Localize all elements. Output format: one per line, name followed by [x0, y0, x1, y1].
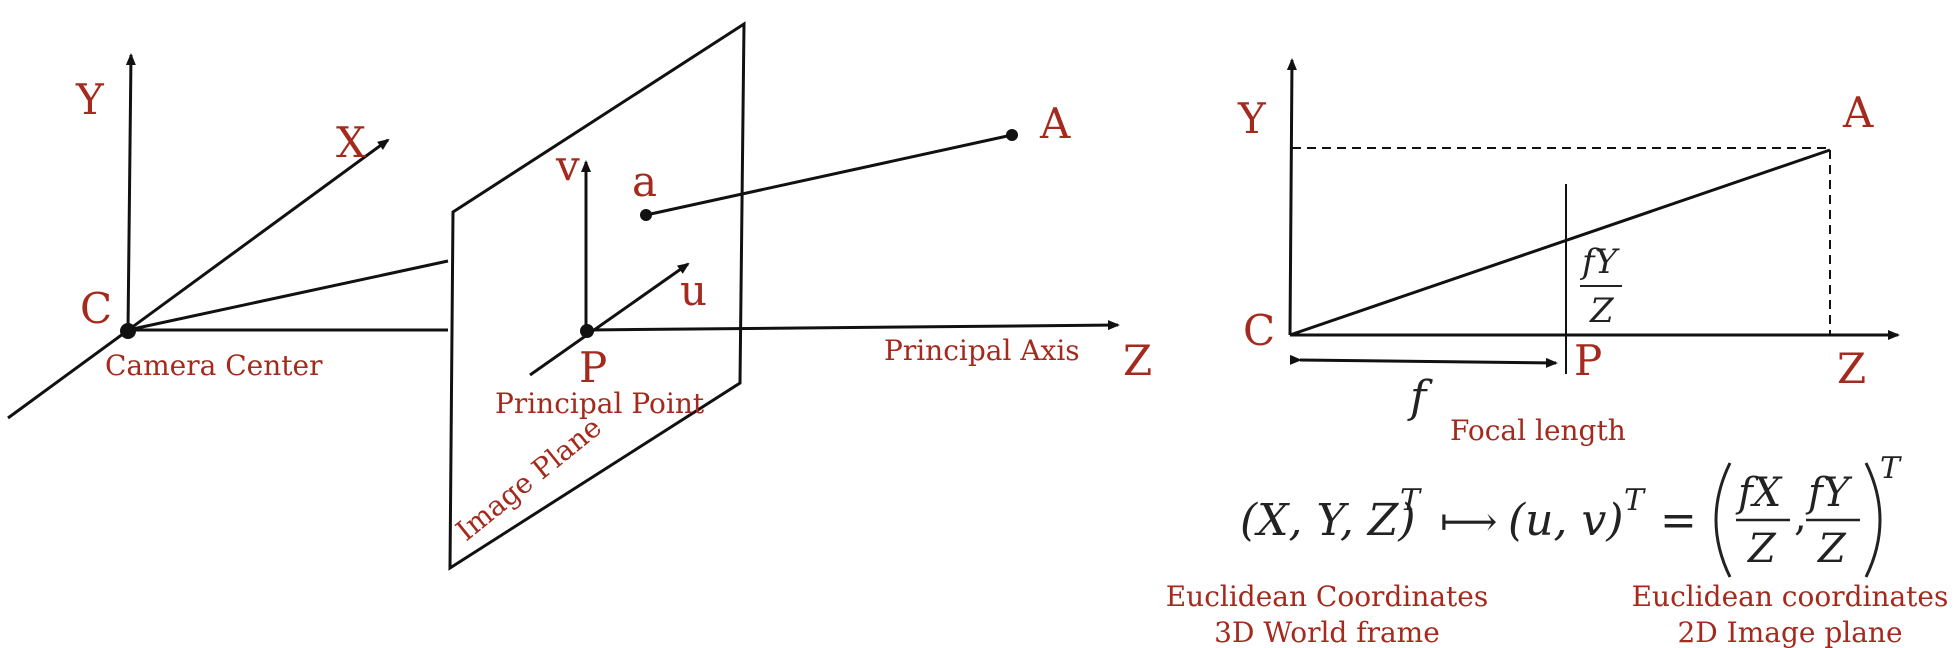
y-axis-label: Y	[75, 75, 105, 124]
projection-ray-right	[1289, 148, 1831, 337]
y-axis	[125, 53, 136, 331]
equation-left: (X, Y, Z)	[1240, 495, 1416, 546]
principal-point-dot	[580, 324, 594, 338]
world-point-label: A	[1039, 99, 1071, 148]
camera-center-label-right: C	[1243, 306, 1275, 355]
x-axis-label: X	[336, 118, 366, 167]
camera-model-3d-diagram: Y X C Camera Center v a u P Principal Po…	[7, 21, 1152, 571]
frac2-denominator: Z	[1816, 526, 1847, 572]
ratio-numerator: fY	[1579, 242, 1621, 282]
image-point-label: a	[632, 157, 657, 206]
projection-ray	[127, 259, 449, 332]
principal-point-text: Principal Point	[495, 387, 705, 420]
u-axis	[529, 262, 690, 377]
projection-equation: (X, Y, Z) T ⟼ (u, v) T = fX Z , fY Z T	[1240, 451, 1902, 578]
z-axis-label-right: Z	[1837, 344, 1866, 393]
focal-length-label: Focal length	[1450, 414, 1626, 447]
camera-center-dot	[120, 323, 136, 339]
similar-triangles-diagram: Y C P Z A fY Z f Focal length	[1237, 58, 1900, 447]
equation-mapsto: ⟼	[1440, 499, 1497, 545]
principal-point-label-right: P	[1574, 336, 1602, 385]
equation-right-sup: T	[1880, 451, 1902, 486]
principal-axis-label: Principal Axis	[884, 334, 1080, 367]
y-axis-right	[1286, 58, 1297, 336]
camera-center-label: Camera Center	[105, 349, 323, 382]
equation-left-sup: T	[1400, 483, 1422, 518]
right-paren	[1864, 462, 1882, 578]
x-axis	[7, 138, 390, 420]
left-caption-line1: Euclidean Coordinates	[1166, 580, 1489, 613]
right-caption-line2: 2D Image plane	[1677, 616, 1902, 648]
coordinate-captions: Euclidean Coordinates 3D World frame Euc…	[1166, 580, 1949, 648]
frac2-numerator: fY	[1805, 470, 1853, 516]
world-point-dot	[1006, 129, 1018, 141]
equation-middle: (u, v)	[1508, 495, 1624, 546]
frac-comma: ,	[1794, 494, 1807, 540]
ratio-denominator: Z	[1589, 291, 1615, 331]
equation-middle-sup: T	[1624, 483, 1646, 518]
z-axis-label: Z	[1123, 336, 1152, 385]
frac1-denominator: Z	[1746, 526, 1777, 572]
frac1-numerator: fX	[1735, 470, 1783, 516]
image-plane-label: Image Plane	[450, 411, 608, 548]
u-axis-label: u	[680, 266, 707, 315]
y-axis-label-right: Y	[1237, 94, 1267, 143]
image-plane	[448, 21, 746, 571]
principal-point-label: P	[579, 343, 607, 392]
v-axis-label: v	[555, 141, 580, 190]
left-paren	[1714, 462, 1732, 578]
focal-symbol: f	[1407, 372, 1433, 423]
world-point-label-right: A	[1842, 88, 1874, 137]
focal-length-arrow	[1289, 354, 1558, 368]
point-ray	[645, 133, 1013, 217]
camera-center-point-label: C	[80, 284, 112, 333]
equation-equals: =	[1660, 495, 1697, 546]
right-caption-line1: Euclidean coordinates	[1632, 580, 1949, 613]
left-caption-line2: 3D World frame	[1214, 616, 1440, 648]
image-point-dot	[640, 209, 652, 221]
principal-axis-line-2	[587, 320, 1120, 332]
